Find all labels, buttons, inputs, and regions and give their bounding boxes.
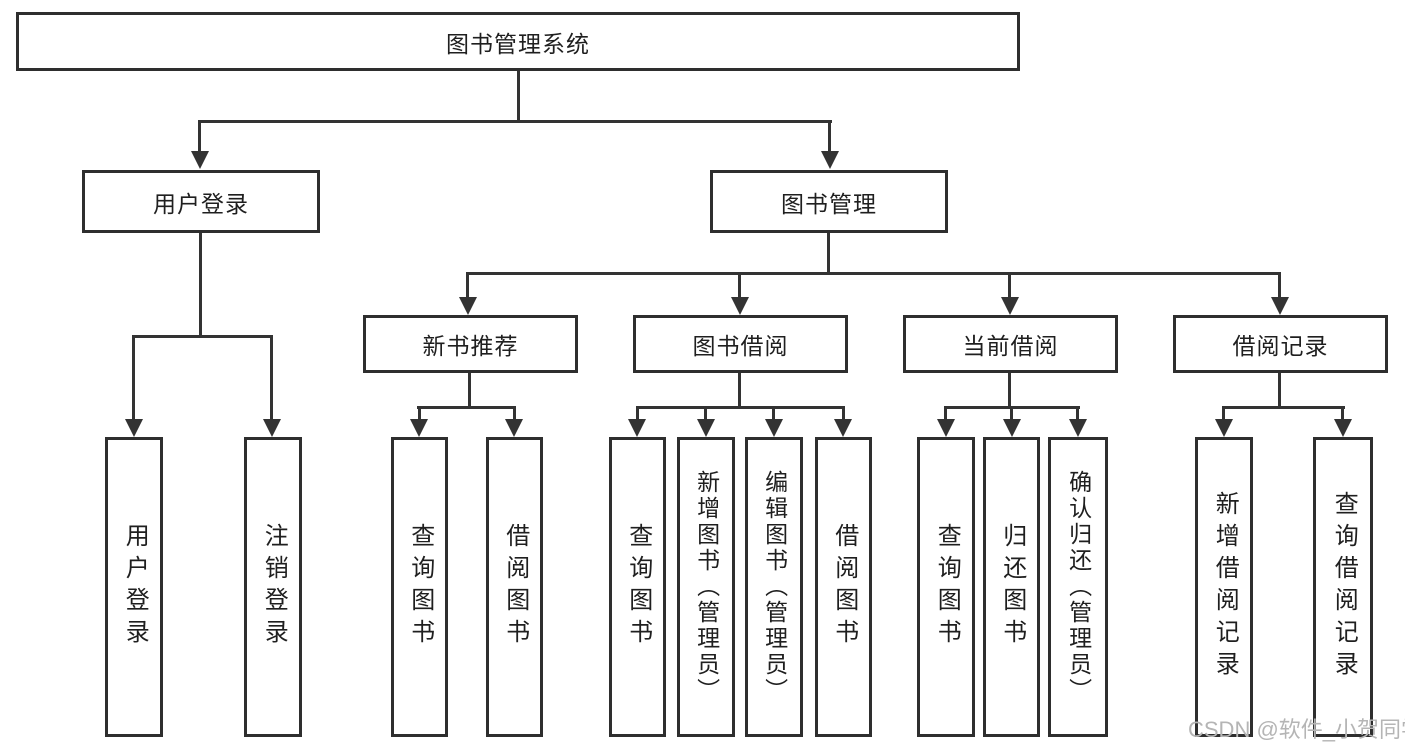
- leaf-query-borrow-record: 查询借阅记录: [1313, 437, 1373, 737]
- arrow-down-icon: [731, 297, 749, 315]
- connector-line: [418, 406, 421, 422]
- connector-line: [636, 406, 639, 422]
- node-label: 借阅图书: [830, 523, 858, 651]
- arrow-down-icon: [834, 419, 852, 437]
- leaf-add-borrow-record: 新增借阅记录: [1195, 437, 1253, 737]
- arrow-down-icon: [1069, 419, 1087, 437]
- connector-line: [198, 120, 201, 153]
- connector-line: [513, 406, 516, 422]
- connector-line: [828, 120, 831, 153]
- arrow-down-icon: [1271, 297, 1289, 315]
- arrow-down-icon: [1215, 419, 1233, 437]
- connector-line: [1278, 272, 1281, 300]
- node-label: 注销登录: [260, 523, 288, 651]
- connector-line: [738, 272, 741, 300]
- node-library-management-system: 图书管理系统: [16, 12, 1020, 71]
- node-label: 编辑图书（管理员）: [761, 470, 788, 704]
- arrow-down-icon: [765, 419, 783, 437]
- arrow-down-icon: [1001, 297, 1019, 315]
- connector-line: [1008, 272, 1011, 300]
- arrow-down-icon: [125, 419, 143, 437]
- node-label: 用户登录: [121, 523, 149, 651]
- leaf-confirm-return-admin: 确认归还（管理员）: [1048, 437, 1108, 737]
- arrow-down-icon: [937, 419, 955, 437]
- leaf-query-book-newbook: 查询图书: [391, 437, 448, 737]
- connector-line: [1222, 406, 1225, 422]
- node-label: 图书借阅: [692, 333, 789, 359]
- connector-line: [466, 272, 1281, 275]
- connector-line: [1010, 406, 1013, 422]
- connector-line: [466, 272, 469, 300]
- connector-line: [1222, 406, 1345, 409]
- arrow-down-icon: [263, 419, 281, 437]
- connector-line: [827, 233, 830, 275]
- node-label: 归还图书: [998, 523, 1026, 651]
- connector-line: [132, 335, 135, 421]
- node-label: 图书管理系统: [446, 30, 590, 57]
- leaf-borrow-book-newbook: 借阅图书: [486, 437, 543, 737]
- connector-line: [132, 335, 273, 338]
- node-label: 查询借阅记录: [1330, 491, 1358, 683]
- node-current-borrow: 当前借阅: [903, 315, 1118, 373]
- leaf-query-book-current: 查询图书: [917, 437, 975, 737]
- node-label: 查询图书: [406, 523, 434, 651]
- node-user-login: 用户登录: [82, 170, 320, 233]
- connector-line: [636, 406, 845, 409]
- node-book-management: 图书管理: [710, 170, 948, 233]
- arrow-down-icon: [697, 419, 715, 437]
- connector-line: [517, 71, 520, 123]
- arrow-down-icon: [821, 151, 839, 169]
- arrow-down-icon: [410, 419, 428, 437]
- arrow-down-icon: [1334, 419, 1352, 437]
- node-label: 借阅记录: [1232, 333, 1329, 359]
- connector-line: [842, 406, 845, 422]
- leaf-return-book: 归还图书: [983, 437, 1040, 737]
- node-label: 用户登录: [153, 190, 249, 217]
- connector-line: [1278, 373, 1281, 409]
- node-label: 图书管理: [781, 190, 877, 217]
- connector-line: [468, 373, 471, 409]
- connector-line: [270, 335, 273, 421]
- arrow-down-icon: [459, 297, 477, 315]
- connector-line: [1341, 406, 1344, 422]
- node-label: 查询图书: [933, 523, 961, 651]
- leaf-add-book-admin: 新增图书（管理员）: [677, 437, 735, 737]
- leaf-user-login: 用户登录: [105, 437, 163, 737]
- connector-line: [1076, 406, 1079, 422]
- leaf-edit-book-admin: 编辑图书（管理员）: [745, 437, 803, 737]
- connector-line: [772, 406, 775, 422]
- arrow-down-icon: [628, 419, 646, 437]
- arrow-down-icon: [1003, 419, 1021, 437]
- node-new-book-recommend: 新书推荐: [363, 315, 578, 373]
- node-label: 新增借阅记录: [1211, 491, 1239, 683]
- node-label: 当前借阅: [962, 333, 1059, 359]
- node-book-borrow: 图书借阅: [633, 315, 848, 373]
- leaf-logout: 注销登录: [244, 437, 302, 737]
- connector-line: [417, 406, 516, 409]
- connector-line: [704, 406, 707, 422]
- connector-line: [944, 406, 947, 422]
- node-borrow-records: 借阅记录: [1173, 315, 1388, 373]
- node-label: 新增图书（管理员）: [693, 470, 720, 704]
- connector-line: [199, 233, 202, 338]
- arrow-down-icon: [505, 419, 523, 437]
- node-label: 查询图书: [624, 523, 652, 651]
- connector-line: [1008, 373, 1011, 409]
- arrow-down-icon: [191, 151, 209, 169]
- leaf-borrow-book: 借阅图书: [815, 437, 872, 737]
- node-label: 借阅图书: [501, 523, 529, 651]
- connector-line: [738, 373, 741, 409]
- leaf-query-book-borrow: 查询图书: [609, 437, 666, 737]
- csdn-watermark: CSDN @软件_小贺同学: [1188, 717, 1405, 742]
- connector-line: [198, 120, 832, 123]
- node-label: 确认归还（管理员）: [1065, 470, 1092, 704]
- node-label: 新书推荐: [422, 333, 519, 359]
